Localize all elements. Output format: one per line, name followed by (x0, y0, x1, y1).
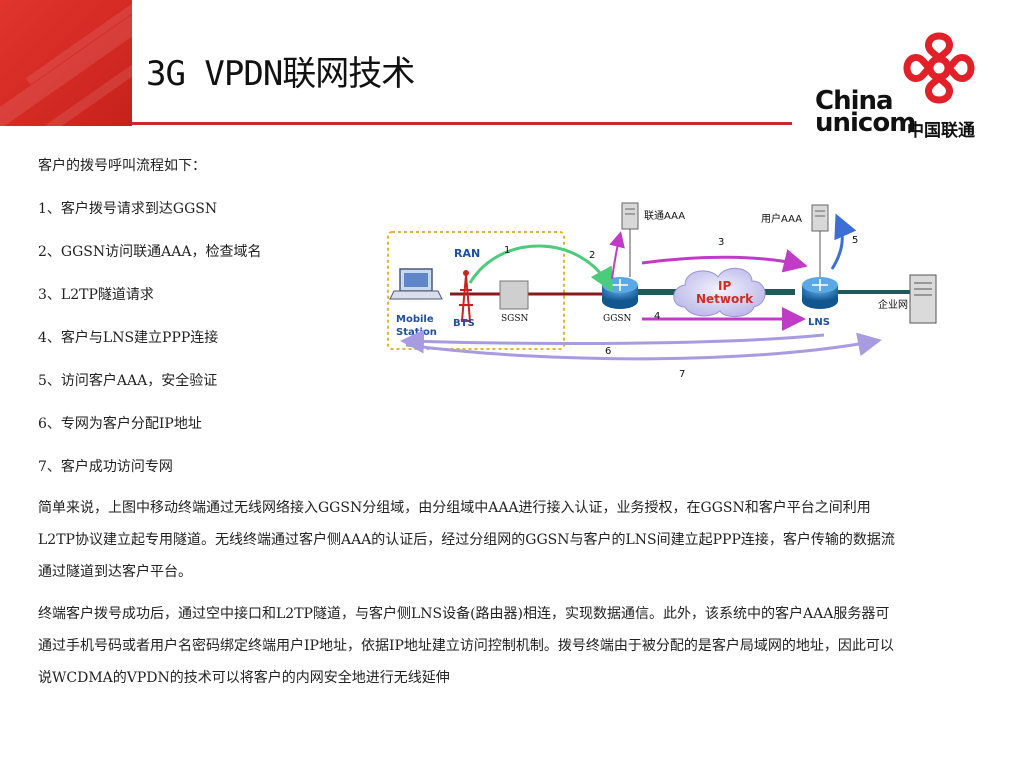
arrow-step-1 (468, 244, 613, 293)
arrow-step-5 (830, 213, 857, 270)
unicom-knot-icon (903, 32, 975, 104)
step-item: 3、L2TP隧道请求 (38, 287, 154, 303)
laptop-icon (389, 268, 443, 300)
step-number-label: 4 (654, 311, 660, 322)
sgsn-node-icon (499, 280, 529, 310)
steps-intro: 客户的拨号呼叫流程如下： (38, 158, 206, 174)
summary-paragraph: 简单来说，上图中移动终端通过无线网络接入GGSN分组域，由分组域中AAA进行接入… (38, 500, 895, 580)
user-aaa-server-icon (811, 204, 829, 277)
ip-network-cloud-icon (673, 267, 766, 317)
bts-tower-icon (459, 270, 473, 322)
step-number-label: 3 (718, 237, 724, 248)
arrow-step-2 (609, 231, 625, 280)
mobile-station-label: Mobile (396, 314, 434, 325)
arrow-step-3 (641, 249, 808, 273)
step-item: 6、专网为客户分配IP地址 (38, 416, 202, 432)
detail-paragraph: 终端客户拨号成功后，通过空中接口和L2TP隧道，与客户侧LNS设备(路由器)相连… (38, 606, 894, 686)
step-number-label: 1 (504, 245, 510, 256)
logo-text-unicom: unicom (815, 108, 916, 138)
step-number-label: 2 (589, 250, 595, 261)
arrow-step-6 (400, 329, 825, 354)
step-number-label: 7 (679, 369, 685, 380)
step-number-label: 5 (852, 235, 858, 246)
unicom-aaa-server-icon (621, 202, 639, 277)
step-item: 5、访问客户AAA，安全验证 (38, 373, 218, 389)
ip-network-label: Network (696, 292, 754, 306)
header-rule (132, 122, 792, 125)
lns-router-icon (802, 277, 838, 309)
step-item: 2、GGSN访问联通AAA，检查域名 (38, 244, 262, 260)
logo-text-chinese: 中国联通 (907, 121, 975, 141)
ggsn-label: GGSN (603, 314, 632, 324)
header-red-block (0, 0, 132, 126)
user-aaa-label: 用户AAA (761, 212, 802, 225)
mobile-station-label: Station (396, 327, 437, 338)
enterprise-net-label: 企业网 (878, 298, 908, 311)
step-item: 4、客户与LNS建立PPP连接 (38, 330, 219, 346)
china-unicom-logo: China unicom 中国联通 (815, 30, 1015, 141)
step-item: 7、客户成功访问专网 (38, 459, 173, 475)
step-item: 1、客户拨号请求到达GGSN (38, 201, 218, 217)
logo-text-china: China (815, 86, 894, 116)
step-number-label: 6 (605, 346, 611, 357)
lns-label: LNS (808, 317, 830, 328)
ip-network-label: IP (718, 279, 731, 293)
enterprise-server-icon (909, 274, 937, 324)
ran-label: RAN (454, 247, 480, 260)
ran-box (387, 231, 565, 350)
slide-title: 3G VPDN联网技术 (146, 54, 415, 94)
arrow-step-7 (405, 332, 882, 361)
unicom-aaa-label: 联通AAA (644, 210, 685, 222)
vpdn-network-diagram: RAN Mobile Station BTS SGSN GGSN LNS (387, 202, 937, 380)
sgsn-label: SGSN (501, 314, 529, 324)
bts-label: BTS (453, 318, 475, 329)
